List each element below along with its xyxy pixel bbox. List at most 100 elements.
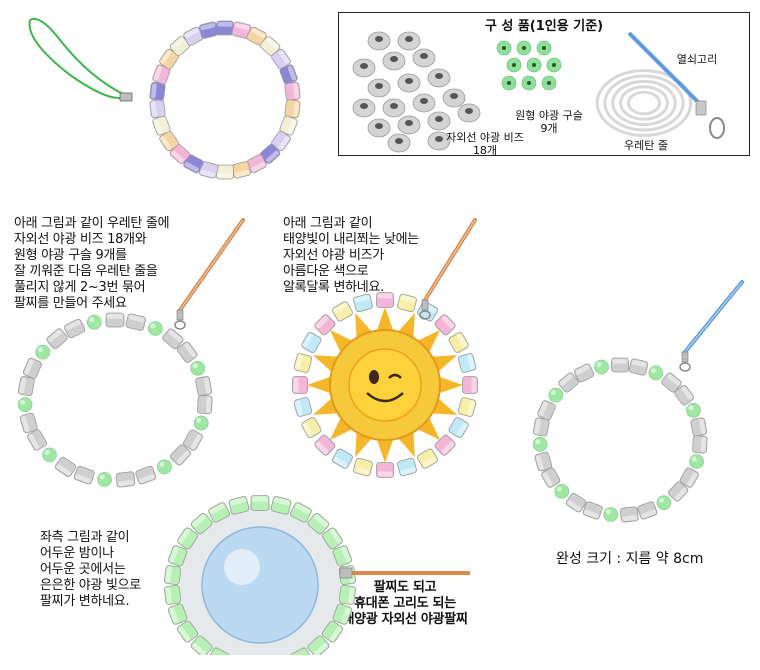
- bead-body: [582, 501, 603, 520]
- bead-shine: [700, 437, 707, 453]
- tube-bead: [565, 492, 587, 513]
- bead-shine: [314, 514, 328, 527]
- tube-bead: [177, 527, 199, 550]
- tube-bead: [301, 332, 322, 353]
- tube-bead: [448, 417, 469, 438]
- tube-bead: [149, 81, 166, 101]
- bead-shine: [622, 515, 638, 522]
- tube-bead: [231, 161, 251, 179]
- tube-bead: [279, 115, 298, 136]
- bead-shine: [467, 400, 475, 416]
- tube-bead: [353, 293, 373, 313]
- finished-size: 완성 크기 : 지름 약 8cm: [556, 551, 704, 567]
- bead-shine: [234, 22, 250, 31]
- bead-body: [162, 328, 184, 350]
- bead-body: [135, 465, 157, 485]
- bead-shine: [302, 333, 314, 348]
- tube-bead: [332, 545, 353, 567]
- bead-body: [279, 64, 298, 85]
- tube-bead: [190, 635, 213, 655]
- step1-instructions: 아래 그림과 같이 우레탄 줄에 자외선 야광 비즈 18개와 원형 야광 구슬…: [14, 216, 214, 312]
- glow-ball: [648, 365, 664, 381]
- tube-bead: [195, 376, 213, 397]
- ball-shine: [535, 439, 541, 445]
- bead-shine: [667, 373, 681, 386]
- ball-shine: [556, 486, 562, 492]
- ball-shine: [44, 449, 50, 455]
- bead-shine: [251, 162, 266, 172]
- ball-shine: [196, 418, 202, 423]
- bead-shine: [333, 302, 348, 314]
- bead-shine: [341, 546, 351, 563]
- smiley-eye-wink: [388, 373, 402, 379]
- bead-shine: [160, 136, 172, 150]
- strap-ring: [419, 310, 431, 320]
- bead-body: [183, 429, 203, 451]
- bead-body: [250, 495, 270, 511]
- glow-balls-count: 9개: [540, 122, 558, 135]
- strap-cord-shine: [179, 219, 244, 311]
- tube-bead: [149, 99, 166, 119]
- glow-ball: [86, 314, 102, 330]
- strap-clasp: [681, 351, 689, 363]
- sunlight-line: 태양빛이 내리쬐는 낮에는: [283, 232, 419, 247]
- bead-body: [293, 397, 313, 417]
- glow-ball: [157, 459, 172, 475]
- glow-balls-name: 원형 야광 구슬: [515, 109, 583, 122]
- bead-body: [290, 647, 312, 655]
- uv-bead-hole: [465, 108, 473, 114]
- strap-cord-shine: [684, 281, 743, 353]
- tube-bead: [216, 164, 234, 180]
- glow-ball: [97, 472, 112, 487]
- phone-strap-loop-back: [29, 18, 126, 96]
- bead-shine: [422, 456, 437, 468]
- tube-bead: [246, 154, 267, 174]
- tube-bead: [321, 620, 343, 643]
- bead-body: [125, 313, 146, 331]
- tube-bead: [692, 435, 708, 454]
- uv-bead-hole: [435, 116, 443, 122]
- tube-bead: [228, 496, 250, 515]
- uv-bead-hole: [375, 36, 383, 42]
- bead-body: [558, 372, 579, 393]
- tube-bead: [22, 357, 42, 379]
- tube-bead: [162, 328, 184, 350]
- bead-body: [149, 99, 166, 119]
- tube-bead: [321, 527, 343, 550]
- tube-bead: [169, 143, 191, 164]
- key-ring-cord: [627, 31, 701, 105]
- bead-shine: [699, 418, 706, 434]
- bead-body: [177, 620, 199, 643]
- bead-body: [679, 467, 699, 488]
- sun-ray: [355, 432, 372, 458]
- ball-shine: [99, 474, 105, 480]
- sunlight-bracelet-illustration: [292, 218, 478, 478]
- bead-body: [417, 448, 438, 469]
- bead-shine: [178, 528, 191, 544]
- bead-shine: [75, 474, 91, 483]
- step1-line: 아래 그림과 같이 우레탄 줄에: [14, 216, 170, 231]
- bead-shine: [559, 373, 573, 386]
- bead-shine: [176, 450, 190, 465]
- bead-shine: [441, 315, 455, 329]
- strap-cord-shine: [424, 219, 476, 301]
- bead-body: [152, 115, 171, 136]
- key-ring-label: 열쇠고리: [676, 53, 718, 66]
- photo-bracelet-illustration: [28, 18, 301, 180]
- tube-bead: [679, 467, 699, 488]
- tube-bead: [250, 495, 270, 511]
- tube-bead: [159, 48, 179, 70]
- sunlight-line: 아름다운 색으로: [283, 264, 369, 279]
- strap-clasp: [421, 299, 429, 311]
- bead-body: [208, 502, 230, 523]
- bead-shine: [217, 173, 233, 178]
- bead-shine: [278, 50, 290, 64]
- bead-shine: [171, 37, 184, 50]
- bead-shine: [287, 65, 297, 81]
- sun-ray: [439, 376, 463, 394]
- key-ring-hook: [709, 117, 725, 139]
- bead-shine: [315, 441, 329, 455]
- bead-body: [573, 363, 595, 383]
- tube-bead: [628, 358, 649, 376]
- uv-bead-hole: [450, 93, 458, 99]
